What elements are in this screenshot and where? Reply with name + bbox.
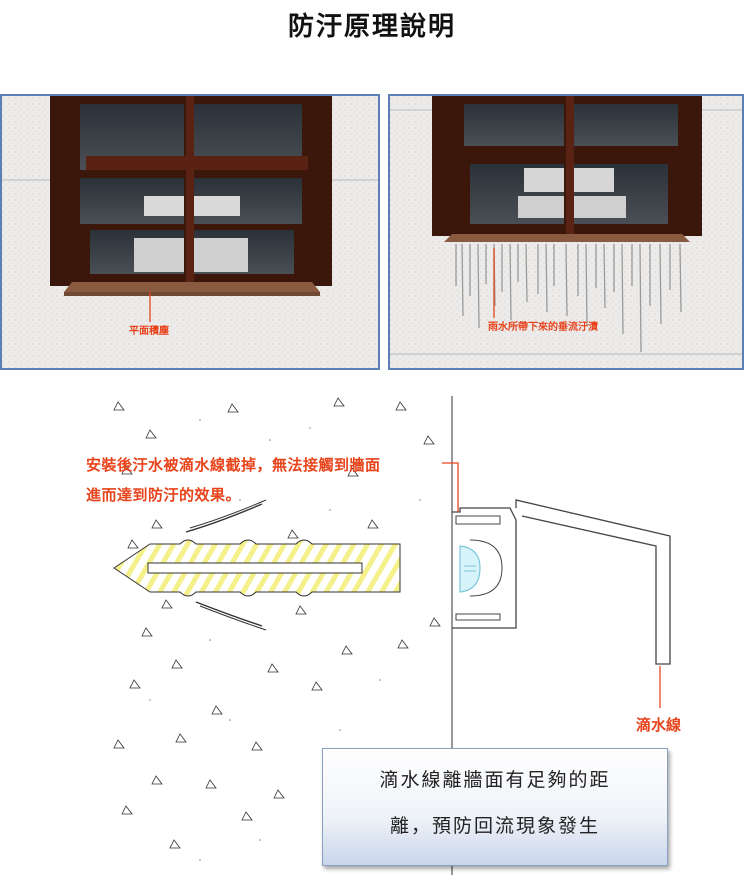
drip-line-cross-section bbox=[112, 396, 671, 875]
streak-stain-panel: 雨水所帶下來的垂流汙漬 bbox=[388, 94, 744, 370]
dust-illustration-panel: 平面積塵 bbox=[0, 94, 380, 370]
page-title: 防汙原理說明 bbox=[287, 12, 456, 42]
callout-line-2: 離，預防回流現象發生 bbox=[389, 815, 600, 837]
drip-line-mount bbox=[452, 507, 517, 629]
flat-dust-label: 平面積塵 bbox=[129, 326, 169, 337]
screw-shaft bbox=[147, 562, 363, 574]
drip-line-label: 滴水線 bbox=[636, 716, 682, 734]
callout-line-1: 滴水線離牆面有足夠的距 bbox=[379, 769, 611, 791]
concrete-aggregate bbox=[113, 397, 441, 849]
note-leader bbox=[442, 462, 459, 512]
explanation-callout: 滴水線離牆面有足夠的距 離，預防回流現象發生 bbox=[322, 748, 668, 866]
concrete-specks bbox=[149, 419, 421, 861]
note-line-1: 安裝後汙水被滴水線截掉，無法接觸到牆面 bbox=[86, 456, 381, 474]
screw-head bbox=[459, 545, 481, 593]
drip-line-lip bbox=[515, 499, 671, 665]
window-streak-image bbox=[390, 96, 742, 368]
streak-stain-label: 雨水所帶下來的垂流汙漬 bbox=[488, 322, 598, 333]
note-line-2: 進而達到防汙的效果。 bbox=[86, 486, 242, 504]
window-dust-image bbox=[2, 96, 378, 368]
